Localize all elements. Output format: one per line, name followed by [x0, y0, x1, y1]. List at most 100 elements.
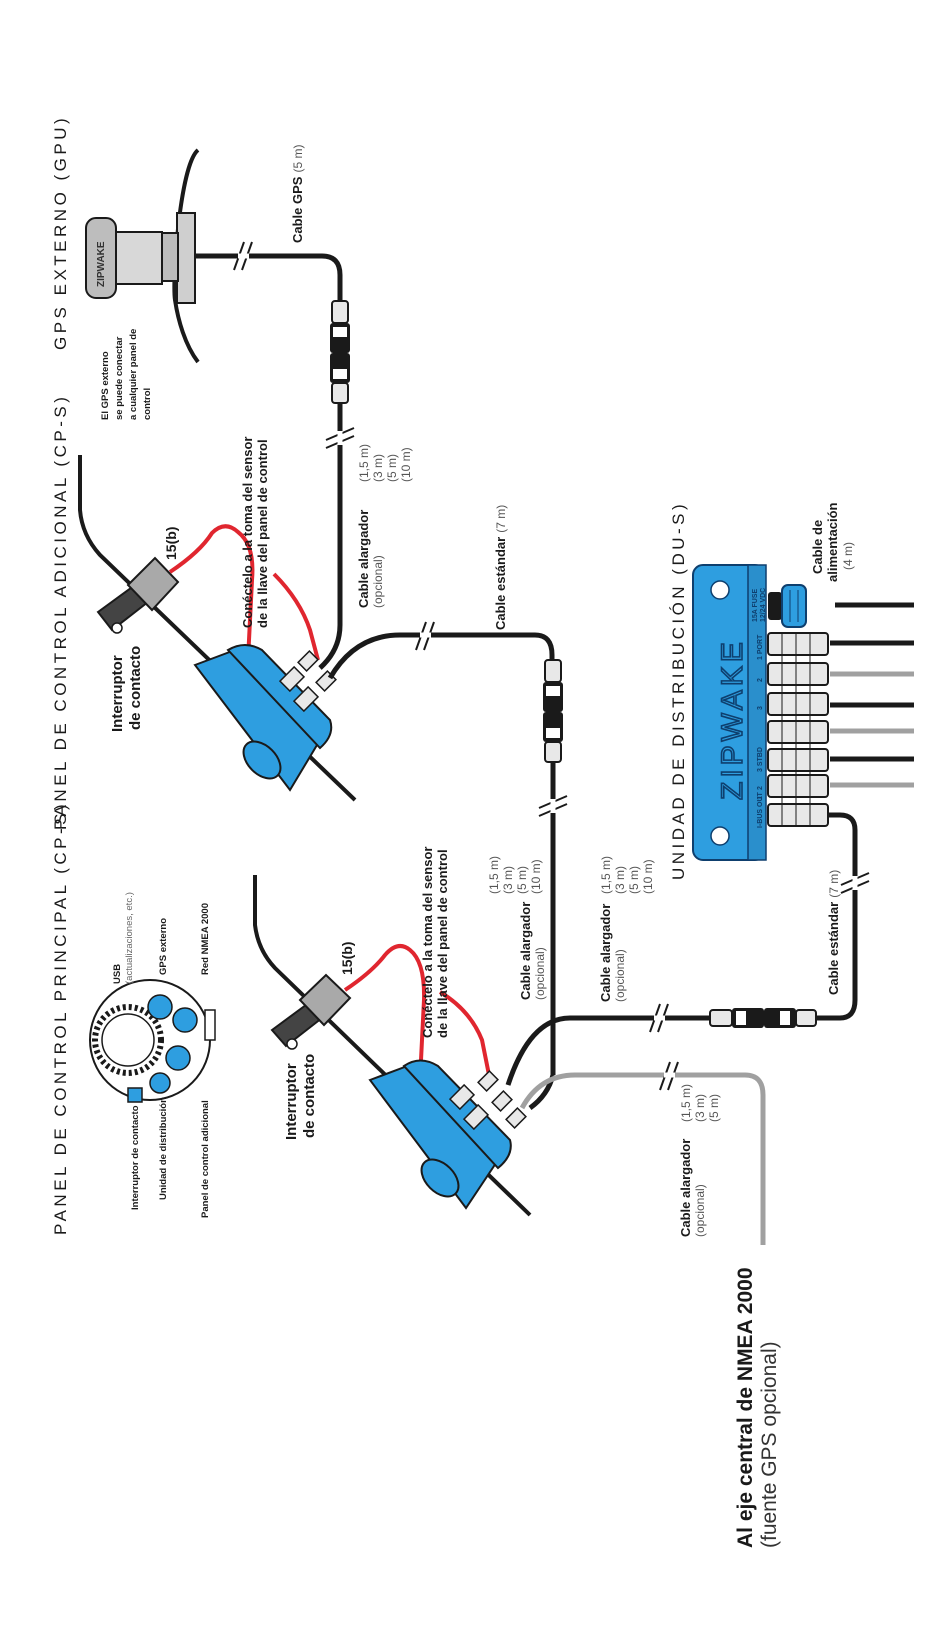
svg-text:(5 m): (5 m)	[627, 866, 641, 894]
additional-standard-label: Cable estándar(7 m)	[493, 505, 508, 630]
gps-note: El GPS externo se puede conectar a cualq…	[100, 329, 153, 420]
svg-text:Cable alargador: Cable alargador	[518, 902, 533, 1000]
main-red-wire-2	[438, 990, 492, 1081]
svg-text:Cable alargador: Cable alargador	[356, 510, 371, 608]
du-standard-cable	[795, 812, 858, 1021]
svg-text:(5 m): (5 m)	[385, 454, 399, 482]
svg-text:Conéctelo a la toma del sensor: Conéctelo a la toma del sensor	[240, 437, 255, 628]
main-bulkhead	[253, 875, 532, 1217]
cp-main-heading: PANEL DE CONTROL PRINCIPAL (CP-S)	[51, 801, 70, 1235]
svg-text:de la llave del panel de contr: de la llave del panel de control	[435, 849, 450, 1038]
gps-extension-cable	[318, 403, 343, 670]
svg-text:(5 m): (5 m)	[515, 866, 529, 894]
cp-additional-heading: PANEL DE CONTROL ADICIONAL (CP-S)	[51, 394, 70, 830]
svg-text:de contacto: de contacto	[127, 646, 144, 730]
main-control-panel	[368, 1059, 527, 1210]
du-port-label-1b: 1	[757, 796, 764, 800]
gps-logo-text: ZIPWAKE	[96, 241, 107, 287]
additional-extension-lengths: (1,5 m) (3 m) (5 m) (10 m)	[487, 856, 543, 894]
additional-standard-cable	[327, 632, 555, 680]
svg-text:de la llave del panel de contr: de la llave del panel de control	[255, 439, 270, 628]
svg-text:(10 m): (10 m)	[399, 447, 413, 482]
gps-cable-break	[233, 241, 253, 271]
cable-gps-label: Cable GPS(5 m)	[290, 145, 305, 243]
main-key-switch	[270, 973, 352, 1050]
main-du-extension-label: Cable alargador (opcional)	[598, 904, 627, 1002]
gps-extension-break	[325, 427, 355, 449]
du-port-label-fuse: 15A FUSE	[752, 588, 759, 622]
distribution-unit-section: UNIDAD DE DISTRIBUCIÓN (DU-S) ZIPWAKE	[669, 501, 914, 880]
svg-text:de contacto: de contacto	[301, 1054, 318, 1138]
du-port-label-ibus: I-BUS OUT	[757, 792, 764, 829]
svg-text:(1,5 m): (1,5 m)	[599, 856, 613, 894]
svg-text:(3 m): (3 m)	[371, 454, 385, 482]
main-interruptor-label: Interruptor de contacto	[283, 1054, 318, 1140]
back-label-distribucion: Unidad de distribución	[158, 1097, 169, 1200]
gps-cable	[196, 253, 343, 303]
additional-panel-section: PANEL DE CONTROL ADICIONAL (CP-S) 15(b) …	[51, 394, 568, 1075]
svg-text:Conéctelo a la toma del sensor: Conéctelo a la toma del sensor	[420, 847, 435, 1038]
additional-standard-break	[415, 621, 435, 651]
back-label-usb: USB	[112, 964, 123, 984]
svg-text:Cable alargador: Cable alargador	[598, 904, 613, 1002]
svg-text:(3 m): (3 m)	[501, 866, 515, 894]
main-key-label: 15(b)	[339, 942, 355, 975]
gps-note-line1: El GPS externo	[100, 351, 111, 420]
gps-heading: GPS EXTERNO (GPU)	[51, 115, 70, 350]
svg-text:(1,5 m): (1,5 m)	[487, 856, 501, 894]
additional-cable-connector	[543, 659, 563, 763]
svg-text:USB: USB	[112, 964, 123, 984]
gps-cable-connector	[330, 300, 350, 404]
svg-text:(10 m): (10 m)	[529, 859, 543, 894]
svg-text:(1,5 m): (1,5 m)	[679, 1084, 693, 1122]
svg-text:(3 m): (3 m)	[693, 1094, 707, 1122]
additional-conectelo-label: Conéctelo a la toma del sensor de la lla…	[240, 437, 270, 628]
back-label-usb-note: (actualizaciones, etc.)	[124, 892, 135, 984]
nmea-destination: Al eje central de NMEA 2000 (fuente GPS …	[734, 1267, 781, 1548]
main-du-cable	[505, 1015, 710, 1086]
main-red-wire	[343, 944, 427, 1081]
main-panel-section: PANEL DE CONTROL PRINCIPAL (CP-S) Interr…	[51, 801, 870, 1548]
main-conectelo-label: Conéctelo a la toma del sensor de la lla…	[420, 847, 450, 1038]
du-port-label-2: 2	[757, 678, 764, 682]
du-cable-connector	[709, 1008, 817, 1028]
svg-text:alimentación: alimentación	[825, 502, 840, 582]
main-du-cable-break	[649, 1003, 669, 1033]
additional-red-wire	[168, 524, 255, 661]
nmea-cable-break	[659, 1061, 679, 1091]
nmea-extension-lengths: (1,5 m) (3 m) (5 m)	[679, 1084, 721, 1122]
du-heading: UNIDAD DE DISTRIBUCIÓN (DU-S)	[669, 501, 688, 880]
gps-extension-lengths: (1,5 m) (3 m) (5 m) (10 m)	[357, 444, 413, 482]
du-port-label-vdc: 12/24 VDC	[760, 588, 767, 622]
gps-note-line2: se puede conectar	[114, 336, 125, 420]
du-port-label-2b: 2	[757, 786, 764, 790]
nmea-cable	[519, 1072, 766, 1245]
du-body: ZIPWAKE	[692, 564, 767, 861]
du-power-connector	[768, 584, 807, 628]
additional-red-wire-2	[272, 572, 320, 661]
du-port-connectors	[767, 632, 829, 827]
nmea-title: Al eje central de NMEA 2000	[734, 1267, 757, 1548]
svg-text:Cable alargador: Cable alargador	[678, 1139, 693, 1237]
svg-text:(opcional): (opcional)	[371, 555, 385, 608]
du-port-label-1-port: 1 PORT	[757, 634, 764, 660]
back-label-interruptor: Interruptor de contacto	[130, 1105, 141, 1210]
back-label-nmea: Red NMEA 2000	[200, 903, 211, 975]
additional-interruptor-label: Interruptor de contacto	[109, 646, 144, 732]
gps-extension-label: Cable alargador (opcional)	[356, 510, 385, 608]
svg-text:(10 m): (10 m)	[641, 859, 655, 894]
svg-text:(opcional): (opcional)	[613, 949, 627, 1002]
additional-key-label: 15(b)	[163, 527, 179, 560]
nmea-subtitle: (fuente GPS opcional)	[758, 1341, 781, 1548]
power-cable-label: Cable de alimentación (4 m)	[810, 502, 855, 582]
additional-extension-label: Cable alargador (opcional)	[518, 902, 547, 1000]
svg-text:(4 m): (4 m)	[841, 542, 855, 570]
back-label-gps: GPS externo	[158, 918, 169, 975]
gps-section: GPS EXTERNO (GPU) El GPS externo se pued…	[51, 115, 413, 670]
du-output-cables	[830, 602, 914, 788]
additional-extension-break	[538, 795, 568, 817]
svg-text:Interruptor: Interruptor	[283, 1063, 300, 1140]
svg-text:Interruptor: Interruptor	[109, 655, 126, 732]
gps-note-line4: control	[142, 388, 153, 420]
svg-text:(3 m): (3 m)	[613, 866, 627, 894]
